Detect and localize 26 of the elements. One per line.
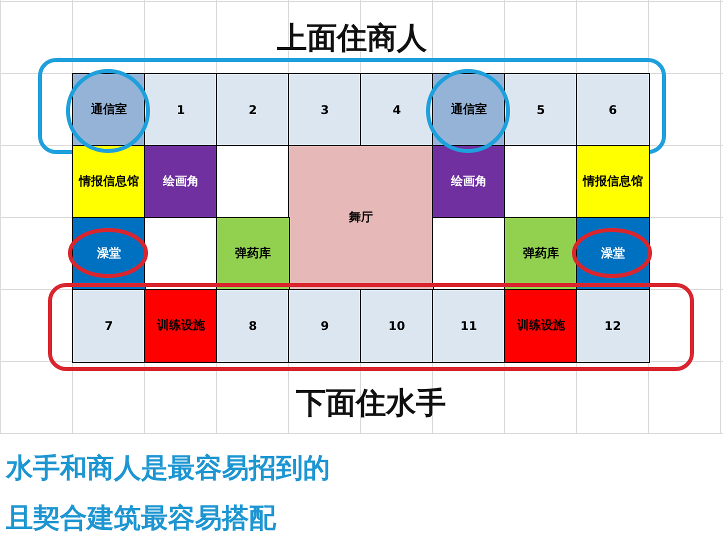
heading: 下面住水手	[295, 385, 447, 423]
room-cell: 5	[504, 73, 578, 146]
room-cell: 弹药库	[216, 217, 290, 290]
room-cell: 训练设施	[144, 289, 218, 362]
empty-cell	[144, 217, 218, 283]
room-cell: 11	[432, 289, 506, 362]
room-cell: 10	[360, 289, 434, 362]
caption-text: 水手和商人是最容易招到的	[6, 452, 330, 486]
room-cell: 情报信息馆	[72, 145, 146, 218]
caption-text: 且契合建筑最容易搭配	[6, 502, 276, 536]
room-cell: 7	[72, 289, 146, 362]
room-cell: 9	[288, 289, 362, 362]
room-cell: 绘画角	[432, 145, 506, 218]
room-cell: 3	[288, 73, 362, 146]
room-cell: 12	[576, 289, 650, 362]
room-cell: 训练设施	[504, 289, 578, 362]
room-cell: 绘画角	[144, 145, 218, 218]
heading: 上面住商人	[276, 20, 428, 58]
empty-cell	[432, 217, 506, 283]
room-cell: 8	[216, 289, 290, 362]
room-cell: 6	[576, 73, 650, 146]
room-cell: 4	[360, 73, 434, 146]
room-cell: 舞厅	[288, 145, 434, 290]
room-cell: 2	[216, 73, 290, 146]
room-cell: 情报信息馆	[576, 145, 650, 218]
room-cell: 1	[144, 73, 218, 146]
